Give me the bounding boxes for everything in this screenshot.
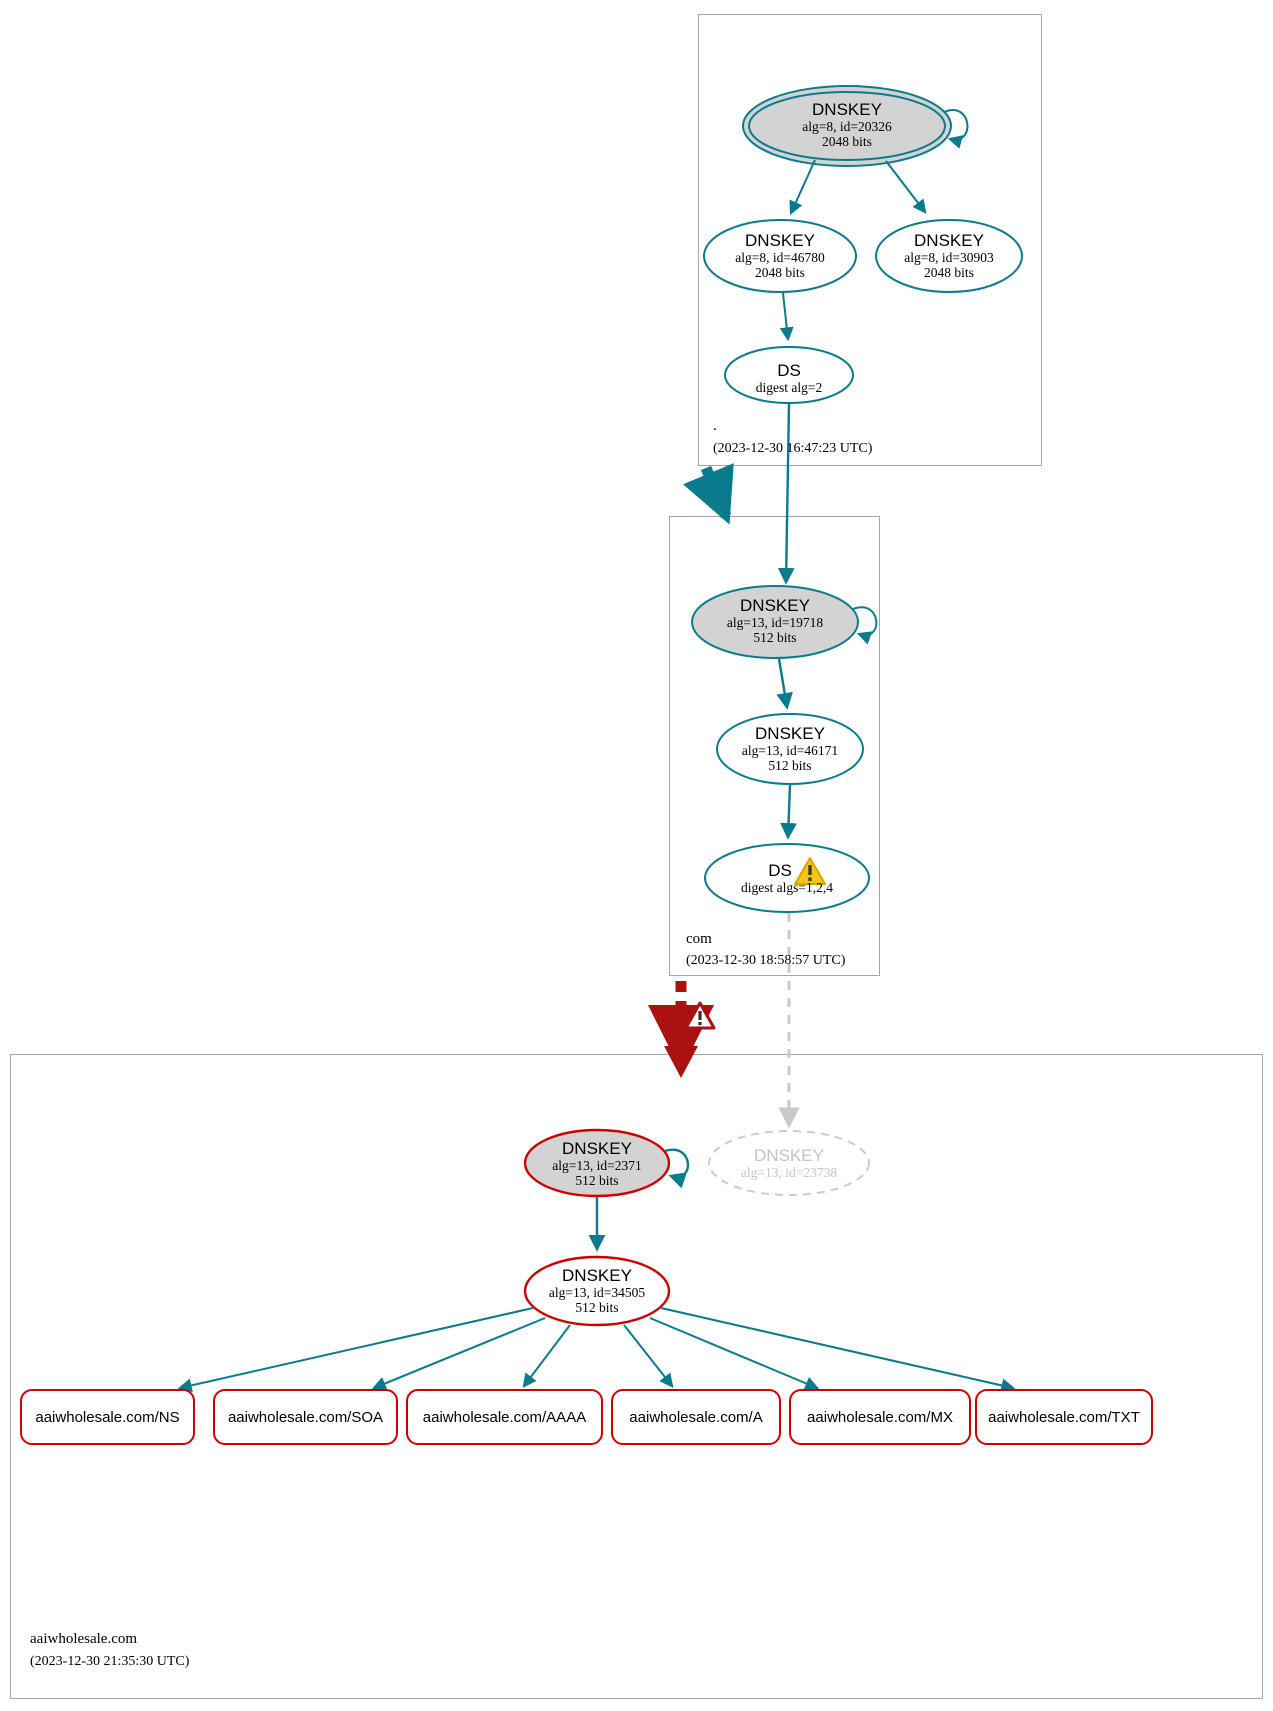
- edge-root-ksk-selfsign: [943, 109, 969, 149]
- edge-leaf-zsk-to-soa: [371, 1317, 546, 1391]
- rrset-ns[interactable]: aaiwholesale.com/NS: [20, 1389, 195, 1445]
- zone-label-aaiwholesale: aaiwholesale.com: [30, 1631, 138, 1647]
- node-leaf-orphan: [708, 1130, 870, 1196]
- edge-leaf-zsk-to-aaaa: [522, 1324, 571, 1388]
- edge-root-ds-to-com-ksk: [777, 403, 795, 585]
- delegation-root-to-com: [682, 463, 734, 525]
- rrset-txt[interactable]: aaiwholesale.com/TXT: [975, 1389, 1153, 1445]
- edge-leaf-ksk-selfsign: [664, 1148, 690, 1189]
- rrset-mx[interactable]: aaiwholesale.com/MX: [789, 1389, 971, 1445]
- zone-box-aaiwholesale: [10, 1054, 1263, 1699]
- rrset-a[interactable]: aaiwholesale.com/A: [611, 1389, 781, 1445]
- edge-root-ksk-to-zsk30903: [885, 160, 927, 214]
- edge-com-ksk-to-zsk: [776, 658, 793, 710]
- edge-com-zsk-to-ds: [780, 784, 797, 840]
- node-root-ksk-inner: [748, 91, 946, 161]
- zone-timestamp-aaiwholesale: (2023-12-30 21:35:30 UTC): [30, 1654, 190, 1669]
- node-root-zsk-30903: [875, 219, 1023, 293]
- rrset-aaaa[interactable]: aaiwholesale.com/AAAA: [406, 1389, 603, 1445]
- error-triangle-icon: [684, 1001, 716, 1030]
- edge-leaf-zsk-to-txt: [660, 1307, 1016, 1393]
- edge-leaf-zsk-to-ns: [177, 1307, 534, 1393]
- edge-leaf-zsk-to-mx: [649, 1317, 820, 1390]
- zone-label-com: com: [686, 931, 712, 947]
- zone-label-root: .: [713, 418, 717, 434]
- zone-box-root: [698, 14, 1042, 466]
- node-com-zsk: [716, 713, 864, 785]
- zone-box-com: [669, 516, 880, 976]
- edge-leaf-zsk-to-a: [623, 1324, 674, 1388]
- node-com-ds: [704, 843, 870, 913]
- node-root-zsk-46780: [703, 219, 857, 293]
- node-leaf-zsk: [523, 1255, 671, 1327]
- node-root-ds: [724, 346, 854, 404]
- zone-timestamp-com: (2023-12-30 18:58:57 UTC): [686, 953, 846, 968]
- rrset-soa[interactable]: aaiwholesale.com/SOA: [213, 1389, 398, 1445]
- edge-com-ksk-selfsign: [852, 606, 878, 645]
- node-com-ksk: [691, 585, 859, 659]
- edge-root-ksk-to-zsk46780: [789, 159, 816, 216]
- edge-root-zsk-to-ds: [779, 292, 794, 342]
- zone-timestamp-root: (2023-12-30 16:47:23 UTC): [713, 441, 873, 456]
- delegation-arrowhead: [664, 1046, 698, 1078]
- node-leaf-ksk: [523, 1128, 671, 1198]
- warning-triangle-icon: [794, 857, 826, 885]
